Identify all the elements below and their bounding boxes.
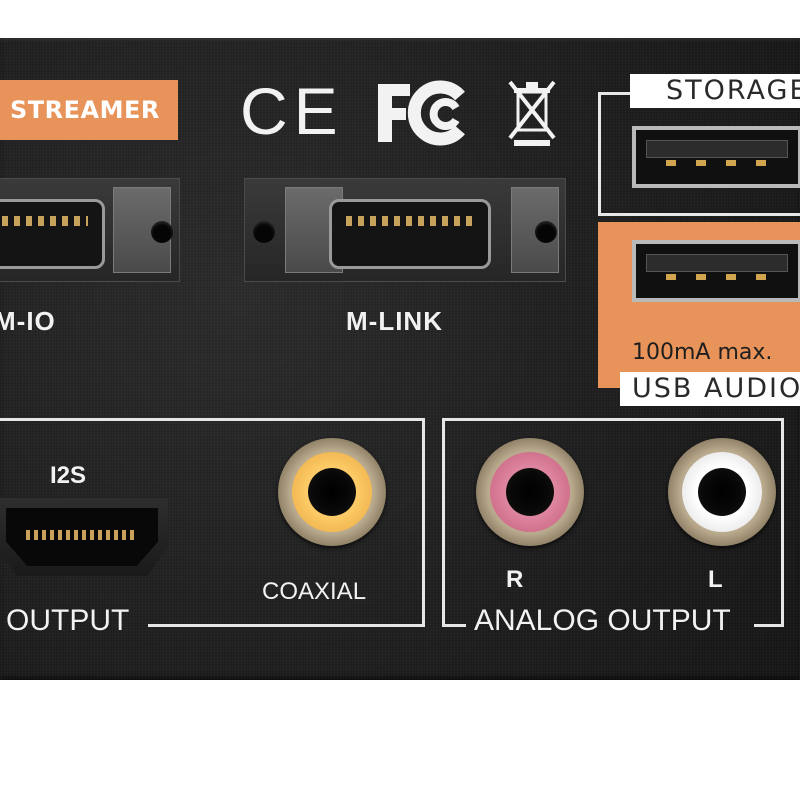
fcc-logo-icon <box>378 80 465 146</box>
usb-storage-port[interactable] <box>632 126 800 188</box>
analog-frame-top <box>442 418 784 421</box>
analog-right-jack[interactable] <box>476 438 584 546</box>
analog-frame-bottom-left <box>442 624 466 627</box>
coaxial-jack[interactable] <box>278 438 386 546</box>
analog-frame-left <box>442 418 445 626</box>
digital-frame-top <box>0 418 425 421</box>
right-channel-label: R <box>506 566 524 593</box>
digital-output-label: OUTPUT <box>6 604 130 637</box>
i2s-hdmi-port[interactable] <box>0 498 168 576</box>
usb-current-label: 100mA max. <box>632 340 773 365</box>
analog-output-label: ANALOG OUTPUT <box>474 604 731 637</box>
left-channel-label: L <box>708 566 723 593</box>
mio-port-module <box>0 178 180 282</box>
analog-frame-bottom-right <box>754 624 784 627</box>
weee-bin-icon <box>508 80 556 146</box>
analog-frame-right <box>781 418 784 626</box>
usb-audio-label: USB AUDIO <box>620 372 800 406</box>
fcc-mark <box>372 78 472 152</box>
ce-mark: CE <box>240 74 344 148</box>
mlink-label: M-LINK <box>346 306 443 336</box>
digital-frame-right <box>422 418 425 626</box>
i2s-label: I2S <box>50 462 87 489</box>
background-bottom <box>0 680 800 800</box>
coaxial-label: COAXIAL <box>262 578 367 605</box>
weee-mark <box>506 78 558 152</box>
digital-frame-bottom <box>148 624 425 627</box>
mlink-port[interactable] <box>329 199 491 269</box>
analog-left-jack[interactable] <box>668 438 776 546</box>
mio-port[interactable] <box>0 199 105 269</box>
streamer-badge: STREAMER <box>0 80 178 140</box>
mio-label: M-IO <box>0 306 56 336</box>
usb-audio-port[interactable] <box>632 240 800 302</box>
mlink-port-module <box>244 178 566 282</box>
storage-label: STORAGE <box>630 74 800 108</box>
